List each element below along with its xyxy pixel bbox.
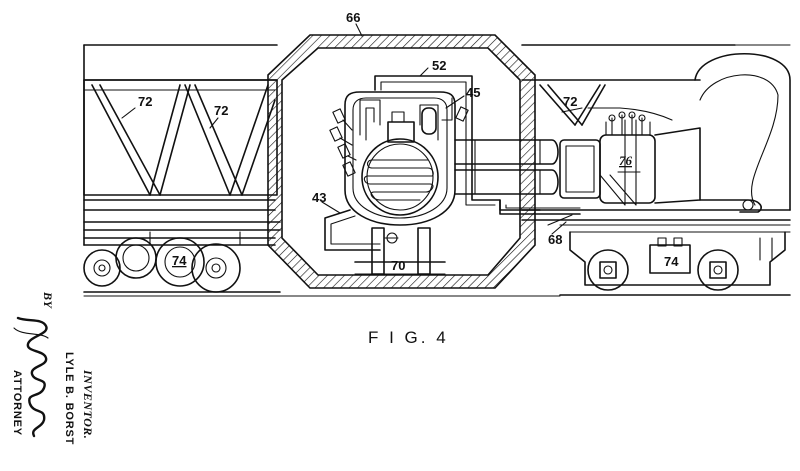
piping-52 — [374, 75, 541, 211]
turbojet-engine — [559, 111, 762, 213]
attorney-signature — [16, 316, 48, 438]
heat-exchanger-tubes — [454, 139, 559, 195]
struts-right — [539, 84, 637, 206]
hopper-frame-left — [83, 79, 278, 196]
coolant-loop — [324, 209, 446, 275]
label-45: 45 — [466, 85, 480, 100]
return-line — [499, 199, 581, 226]
reactor-vessel — [344, 91, 456, 226]
figure-caption: F I G. 4 — [368, 328, 449, 347]
label-43: 43 — [312, 190, 326, 205]
leader-lines — [121, 23, 673, 235]
signature-flourish — [13, 327, 49, 339]
signature-block: BY INVENTOR. LYLE B. BORST ATTORNEY — [11, 291, 95, 445]
car-body — [83, 44, 791, 246]
attorney-label: ATTORNEY — [11, 370, 23, 436]
label-52: 52 — [432, 58, 446, 73]
radiation-shield — [267, 34, 536, 289]
label-72-left-b: 72 — [214, 103, 228, 118]
label-72-left-a: 72 — [138, 94, 152, 109]
label-74-left: 74 — [172, 253, 187, 268]
reference-numerals: 66 52 45 72 72 72 43 70 68 76 74 74 — [138, 10, 679, 273]
inventor-name: LYLE B. BORST — [63, 352, 75, 445]
label-68: 68 — [548, 232, 562, 247]
wheel-truck-right — [559, 231, 791, 296]
label-74-right: 74 — [664, 254, 679, 269]
control-nozzles — [329, 106, 469, 177]
label-72-right: 72 — [563, 94, 577, 109]
label-70: 70 — [391, 258, 405, 273]
by-label: BY — [41, 291, 55, 310]
wheel-truck-left — [83, 231, 281, 293]
label-66: 66 — [346, 10, 360, 25]
inventor-label: INVENTOR. — [81, 369, 95, 439]
label-76: 76 — [619, 153, 633, 168]
